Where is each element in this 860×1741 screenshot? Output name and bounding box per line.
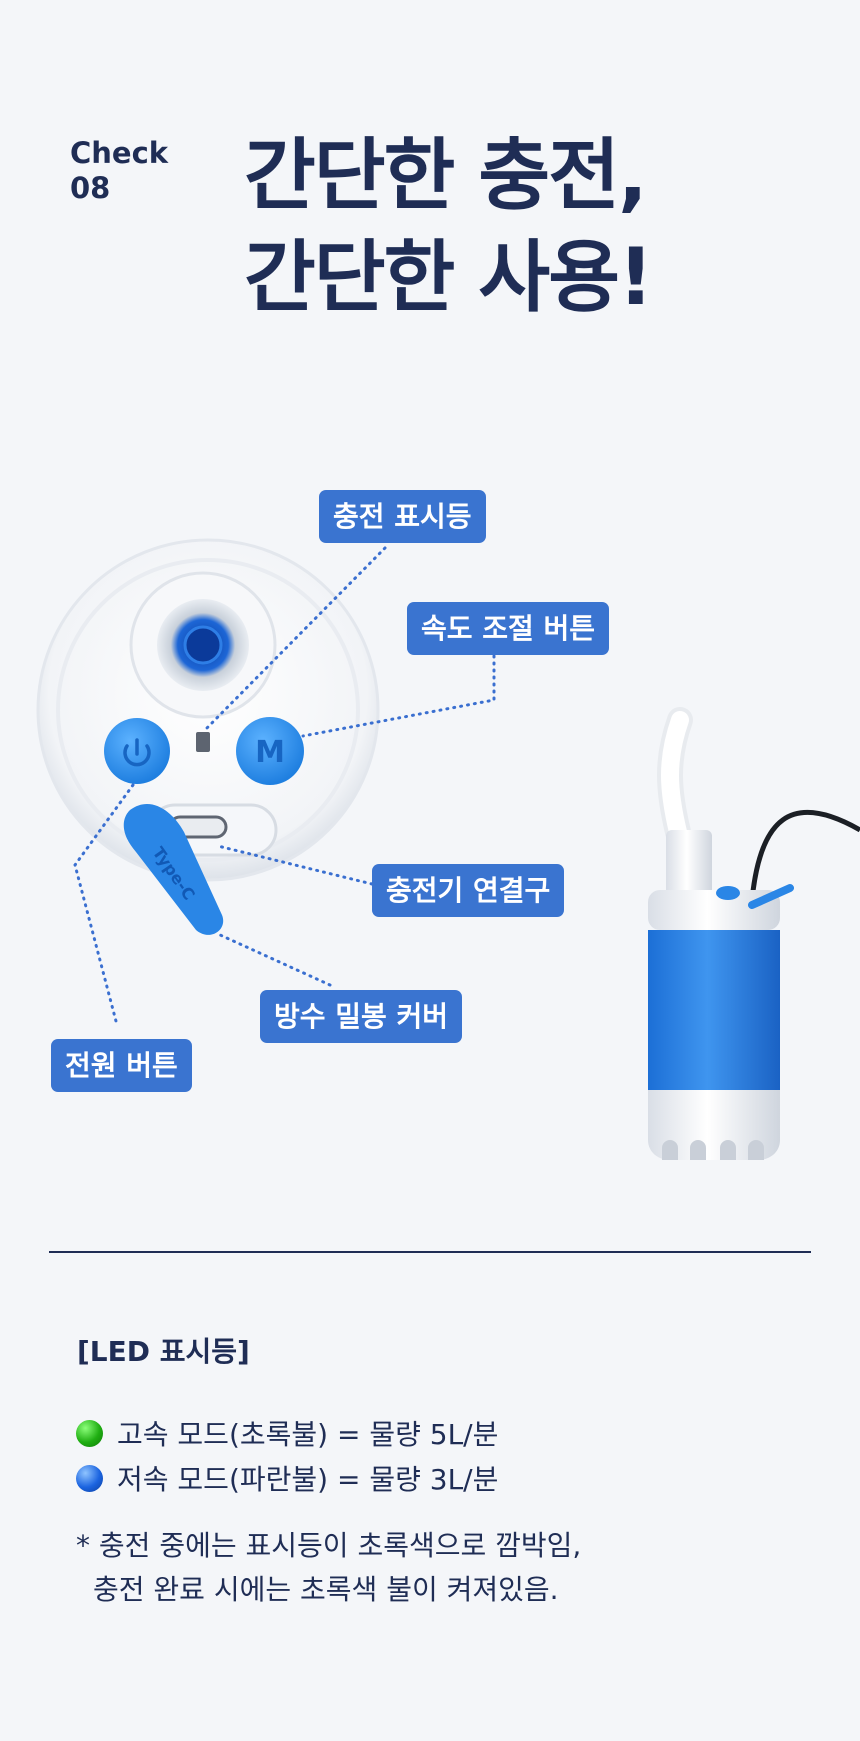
label-power-button: 전원 버튼 <box>51 1039 192 1092</box>
device-illustration: M Type-C <box>36 538 860 1160</box>
power-button-icon <box>104 718 170 784</box>
leader-power-button <box>73 783 135 1027</box>
section-divider <box>49 1251 811 1253</box>
led-item-text: 저속 모드(파란불) = 물량 3L/분 <box>117 1463 499 1496</box>
led-item-blue: 저속 모드(파란불) = 물량 3L/분 <box>76 1458 498 1498</box>
pump-side-view <box>648 707 860 1160</box>
mode-button-text: M <box>255 735 285 770</box>
leader-charger-port <box>216 844 374 886</box>
leader-lines <box>73 546 496 1027</box>
leader-charge-indicator <box>201 546 387 734</box>
waterproof-cover-icon: Type-C <box>123 803 224 935</box>
blue-dot-icon <box>76 1464 103 1492</box>
title-line-1: 간단한 충전, <box>244 131 648 221</box>
title-line-2: 간단한 사용! <box>244 233 654 323</box>
label-speed-button: 속도 조절 버튼 <box>407 602 610 655</box>
green-dot-icon <box>76 1419 103 1447</box>
check-label: Check <box>70 136 169 170</box>
leader-waterproof-cover <box>216 932 332 987</box>
leader-speed-button <box>301 654 496 738</box>
note-line-2: 충전 완료 시에는 초록색 불이 켜져있음. <box>93 1573 559 1606</box>
led-item-green: 고속 모드(초록불) = 물량 5L/분 <box>76 1413 498 1453</box>
led-item-text: 고속 모드(초록불) = 물량 5L/분 <box>117 1418 499 1451</box>
check-badge: Check 08 <box>70 136 168 206</box>
label-waterproof-cover: 방수 밀봉 커버 <box>260 990 463 1043</box>
led-section-title: [LED 표시등] <box>77 1335 250 1368</box>
note-line-1: * 충전 중에는 표시등이 초록색으로 깜박임, <box>76 1529 582 1562</box>
product-diagram: M Type-C <box>0 460 860 1180</box>
mode-button-icon: M <box>236 717 304 785</box>
charging-note: * 충전 중에는 표시등이 초록색으로 깜박임, 충전 완료 시에는 초록색 불… <box>76 1524 581 1612</box>
led-indicator-icon <box>196 732 210 752</box>
pump-top-view: M Type-C <box>36 538 380 935</box>
label-charge-indicator: 충전 표시등 <box>319 490 486 543</box>
page-title: 간단한 충전, 간단한 사용! <box>244 125 654 329</box>
check-number: 08 <box>70 171 111 205</box>
label-charger-port: 충전기 연결구 <box>372 864 565 917</box>
